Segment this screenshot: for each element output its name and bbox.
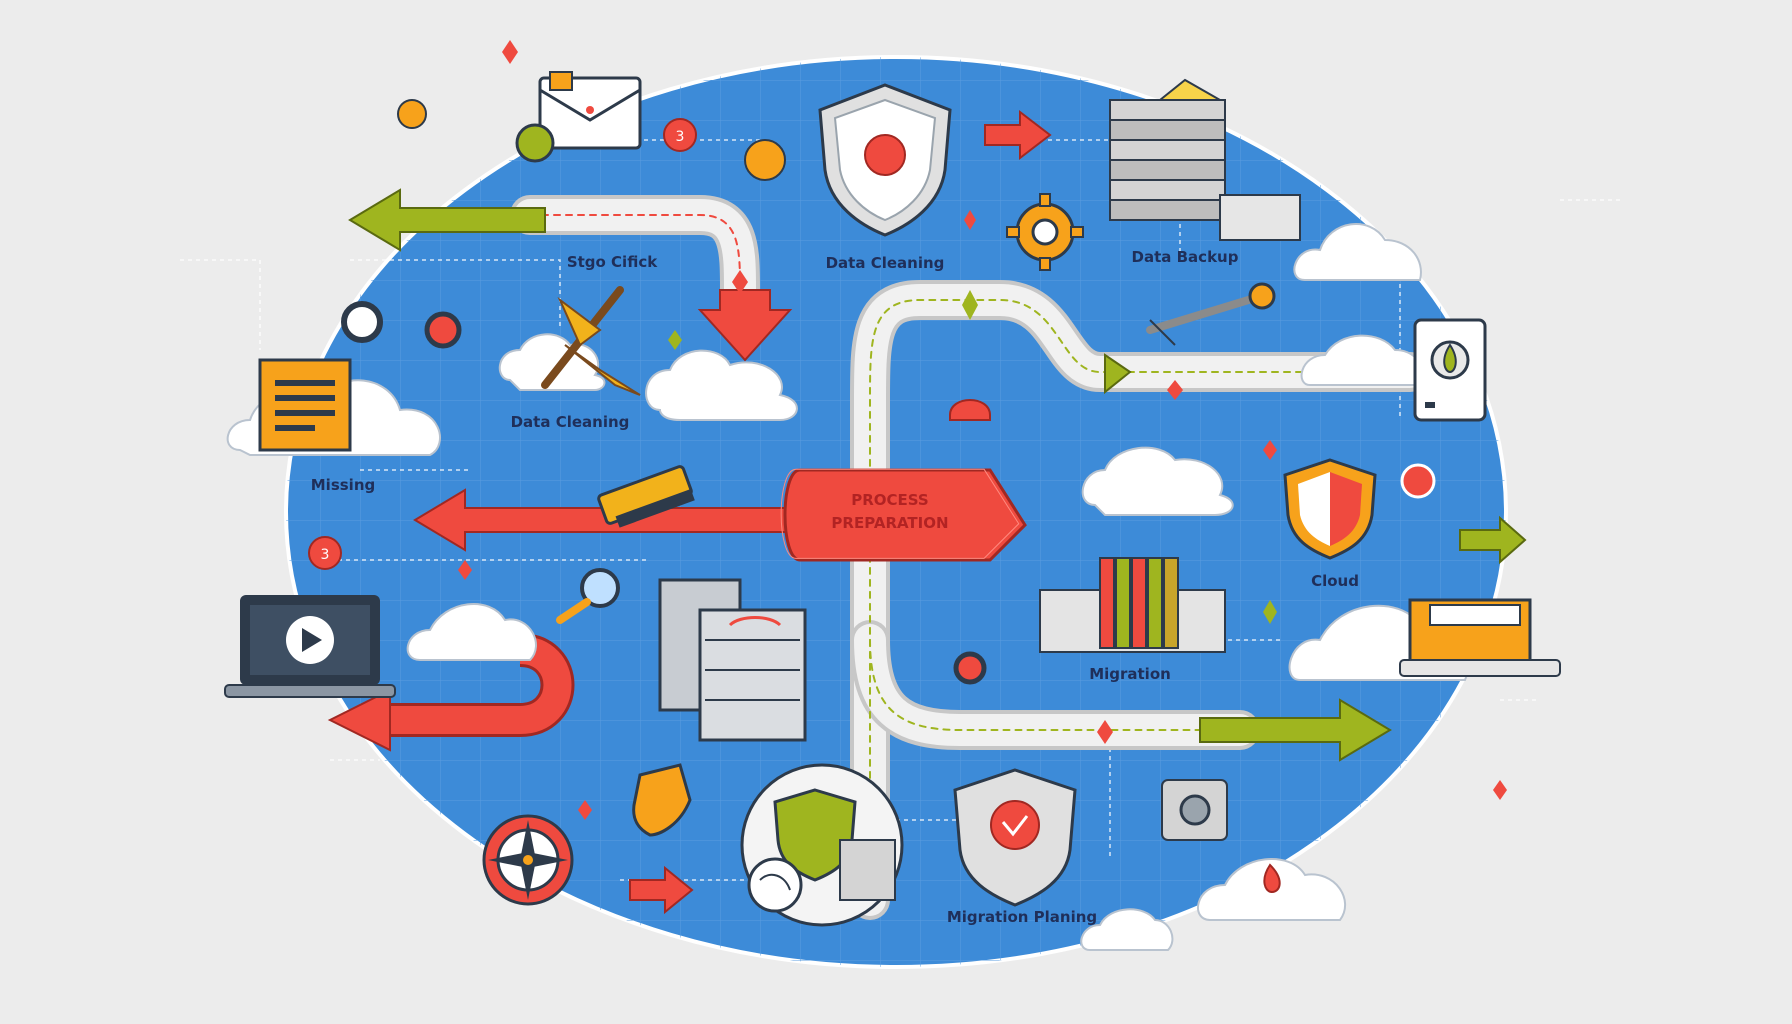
center-label-line2: PREPARATION <box>831 514 948 532</box>
arrow-red-bottom <box>629 865 694 915</box>
label-cloud: Cloud <box>1311 572 1359 590</box>
envelope-icon <box>538 71 642 150</box>
badge-top-number: 3 <box>676 129 685 145</box>
gear-small-icon <box>341 301 987 685</box>
folder-icon <box>1399 598 1561 677</box>
broom-icon <box>541 286 641 396</box>
badge-left <box>308 536 342 570</box>
database-icon <box>658 578 807 742</box>
arrow-green-right <box>1459 515 1527 565</box>
server-stack-icon <box>1109 78 1301 241</box>
settings-tile-icon <box>1161 779 1228 841</box>
shield-check-icon <box>1283 458 1377 560</box>
arrow-green-bottom-right <box>1199 698 1392 762</box>
cloud-drop-icon <box>1263 863 1281 894</box>
badge-left-number: 3 <box>321 547 330 563</box>
globe-shield-icon <box>740 763 904 927</box>
drive-icon <box>1413 318 1487 422</box>
label-missing: Missing <box>311 476 375 494</box>
arrow-red-top <box>984 109 1052 161</box>
diamond-markers <box>458 40 1507 820</box>
bookshelf-icon <box>1039 557 1226 653</box>
center-label-line1: PROCESS <box>851 491 928 509</box>
laptop-video-icon <box>224 595 396 698</box>
label-data-cleaning-left: Data Cleaning <box>511 413 630 431</box>
label-migration: Migration <box>1089 665 1171 683</box>
magnifier-icon <box>556 568 620 624</box>
yellow-badge-icon <box>632 763 692 837</box>
arrow-red-loop <box>327 633 575 752</box>
bell-icon <box>949 399 991 421</box>
label-data-cleaning-top: Data Cleaning <box>826 254 945 272</box>
label-migration-planning: Migration Planing <box>947 908 1097 926</box>
brush-icon <box>597 465 695 528</box>
shield-heart-icon <box>953 768 1077 907</box>
arrow-red-down <box>697 289 793 362</box>
gear-icon <box>1006 193 1084 271</box>
label-data-backup: Data Backup <box>1132 248 1239 266</box>
coin-icons <box>397 99 1436 499</box>
shield-icon <box>818 83 952 237</box>
badge-top <box>663 118 697 152</box>
document-icon <box>258 358 352 452</box>
center-process-node <box>780 468 1027 562</box>
arrow-green-path-mid <box>1104 353 1132 395</box>
compass-icon <box>482 814 574 906</box>
wrench-icon <box>1146 282 1276 346</box>
label-stage-click: Stgo Cifick <box>567 253 658 271</box>
arrow-green-top-left <box>348 188 546 252</box>
